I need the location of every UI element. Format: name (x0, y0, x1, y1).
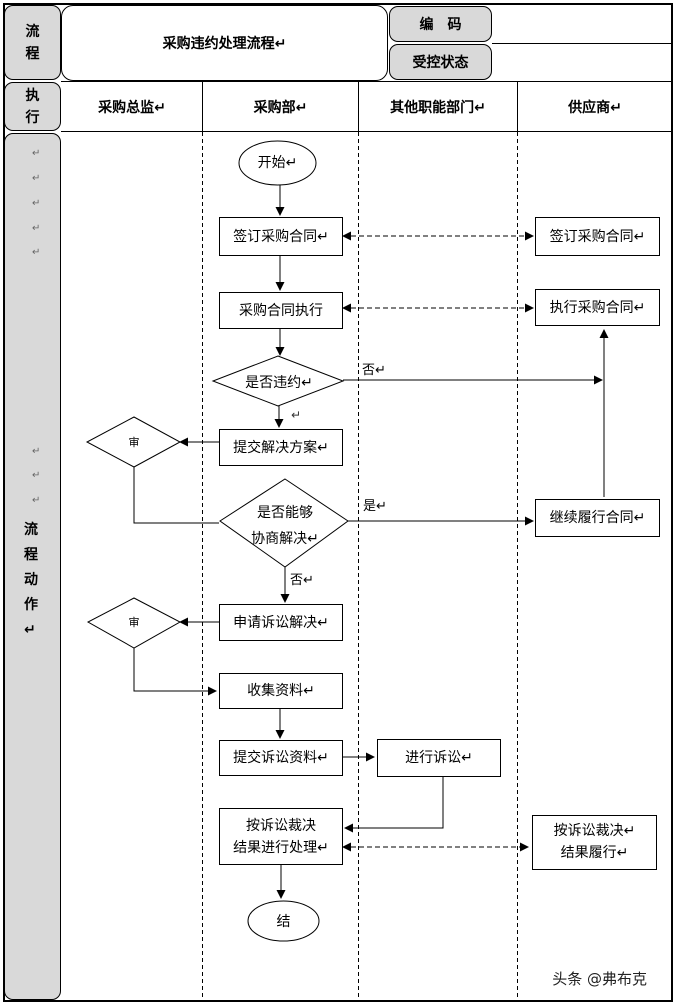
code-label-cell: 编 码 (389, 6, 492, 42)
edge-label-negotiate-no: 否↵ (290, 573, 314, 588)
start-terminator (238, 140, 317, 186)
do-lawsuit-box: 进行诉讼↵ (377, 739, 501, 777)
status-label: 受控状态 (412, 55, 469, 71)
sidebar-mark: ↵ (32, 148, 41, 159)
lane-header-purchasing-director: 采购总监↵ (62, 82, 202, 131)
collect-data-label: 收集资料↵ (247, 683, 315, 699)
exec-contract-supplier-label: 执行采购合同↵ (549, 299, 646, 316)
edge-label-negotiate-yes: 是↵ (363, 499, 387, 514)
end-label: 结 (276, 914, 291, 930)
title-cell: 采购违约处理流程↵ (61, 5, 388, 81)
handle-ruling-label-line2: 结果进行处理↵ (233, 840, 329, 856)
supplier-ruling-label-line2: 结果履行↵ (560, 845, 629, 861)
collect-data-box: 收集资料↵ (219, 673, 343, 709)
status-label-cell: 受控状态 (389, 44, 492, 80)
submit-solution-label: 提交解决方案↵ (233, 439, 329, 456)
lane-header-purchasing-dept: 采购部↵ (203, 82, 358, 131)
can-negotiate-label-line1: 是否能够 (257, 505, 313, 521)
review-diamond-1 (85, 416, 182, 468)
review-2-label: 审 (128, 616, 140, 629)
handle-ruling-box: 按诉讼裁决 结果进行处理↵ (219, 808, 343, 865)
sign-contract-label: 签订采购合同↵ (233, 228, 329, 245)
sign-contract-supplier-box: 签订采购合同↵ (535, 217, 660, 256)
lane-header-label: 采购总监↵ (98, 99, 166, 116)
start-label: 开始↵ (257, 155, 298, 171)
review-1-label: 审 (128, 436, 140, 449)
sign-contract-supplier-label: 签订采购合同↵ (549, 228, 646, 245)
lane-header-divider (517, 81, 518, 131)
lane-header-bottom-line (61, 131, 672, 132)
page-title: 采购违约处理流程↵ (162, 36, 287, 52)
exec-label-cell: 执行 (4, 82, 61, 131)
flow-label: 流程 (25, 23, 40, 62)
lane-header-divider (202, 81, 203, 131)
submit-lawsuit-data-label: 提交诉讼资料↵ (233, 750, 329, 766)
watermark-text: 头条 @弗布克 (552, 970, 647, 988)
do-lawsuit-label: 进行诉讼↵ (405, 750, 473, 766)
flow-label-cell: 流程 (4, 5, 61, 80)
submit-lawsuit-data-box: 提交诉讼资料↵ (219, 740, 343, 776)
exec-contract-box: 采购合同执行 (219, 292, 343, 329)
sidebar-mark: ↵ (32, 470, 41, 481)
flow-action-sidebar (4, 133, 61, 1000)
sidebar-mark: ↵ (32, 173, 41, 184)
supplier-ruling-box: 按诉讼裁决↵ 结果履行↵ (532, 815, 657, 870)
sidebar-mark: ↵ (32, 446, 41, 457)
exec-contract-label: 采购合同执行 (239, 302, 323, 319)
apply-lawsuit-box: 申请诉讼解决↵ (219, 604, 343, 641)
end-terminator (247, 900, 320, 942)
lane-header-supplier: 供应商↵ (518, 82, 672, 131)
lane-header-other-depts: 其他职能部门↵ (359, 82, 517, 131)
is-breach-label: 是否违约↵ (245, 375, 313, 391)
exec-label: 执行 (25, 87, 40, 126)
can-negotiate-diamond (219, 478, 349, 568)
sidebar-mark: ↵ (32, 223, 41, 234)
review-diamond-2 (86, 597, 182, 649)
continue-contract-box: 继续履行合同↵ (535, 499, 660, 537)
lane-header-label: 其他职能部门↵ (390, 99, 486, 116)
submit-solution-box: 提交解决方案↵ (219, 429, 343, 466)
lane-header-divider (358, 81, 359, 131)
apply-lawsuit-label: 申请诉讼解决↵ (233, 614, 329, 631)
handle-ruling-label-line1: 按诉讼裁决 (246, 818, 316, 834)
code-label: 编 码 (419, 17, 462, 33)
sidebar-mark: ↵ (32, 495, 41, 506)
is-breach-diamond (211, 355, 345, 407)
header-bottom-line (61, 81, 672, 82)
sidebar-mark: ↵ (32, 247, 41, 258)
sidebar-mark: ↵ (32, 198, 41, 209)
edge-label-breach-mark: ↵ (291, 408, 302, 422)
lane-header-label: 采购部↵ (253, 99, 308, 116)
exec-contract-supplier-box: 执行采购合同↵ (535, 289, 660, 326)
continue-contract-label: 继续履行合同↵ (549, 510, 646, 526)
edge-label-breach-no: 否↵ (362, 363, 386, 378)
header-divider (492, 43, 672, 44)
sign-contract-box: 签订采购合同↵ (219, 217, 343, 256)
lane-header-label: 供应商↵ (568, 99, 622, 116)
flow-action-label: 流程动作↵ (24, 522, 38, 638)
supplier-ruling-label-line1: 按诉讼裁决↵ (553, 823, 636, 839)
can-negotiate-label-line2: 协商解决↵ (251, 531, 319, 547)
